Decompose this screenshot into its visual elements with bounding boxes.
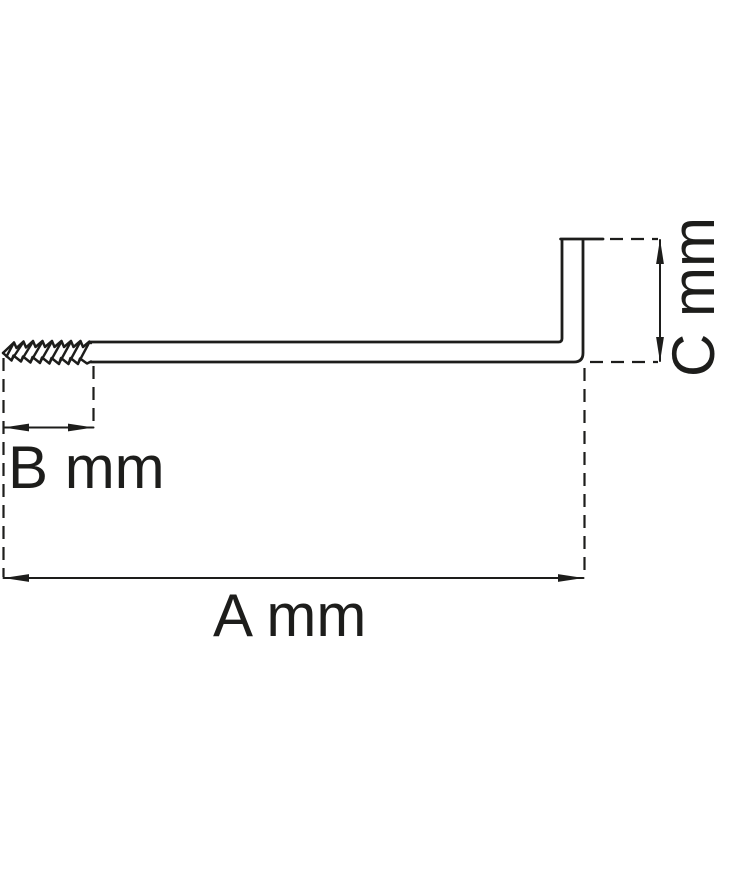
- thread-crest-lines: [5, 340, 91, 365]
- dimension-label-b: B mm: [8, 434, 165, 501]
- hook-body: [89, 237, 605, 364]
- dimension-label-c: C mm: [660, 217, 727, 377]
- extension-lines: [2, 237, 658, 577]
- arrowhead-a-left: [3, 574, 29, 582]
- screw-thread: [1, 339, 93, 366]
- dimension-arrows: [2, 239, 664, 582]
- hook-outer-edge: [89, 239, 585, 364]
- arrowhead-b-right: [68, 423, 94, 432]
- arrowhead-c-bottom: [656, 337, 664, 362]
- hook-inner-edge: [89, 239, 564, 344]
- arrowhead-c-top: [656, 239, 664, 264]
- arrowhead-a-right: [558, 574, 584, 582]
- dimension-label-a: A mm: [213, 582, 367, 649]
- arrowhead-b-left: [3, 423, 29, 432]
